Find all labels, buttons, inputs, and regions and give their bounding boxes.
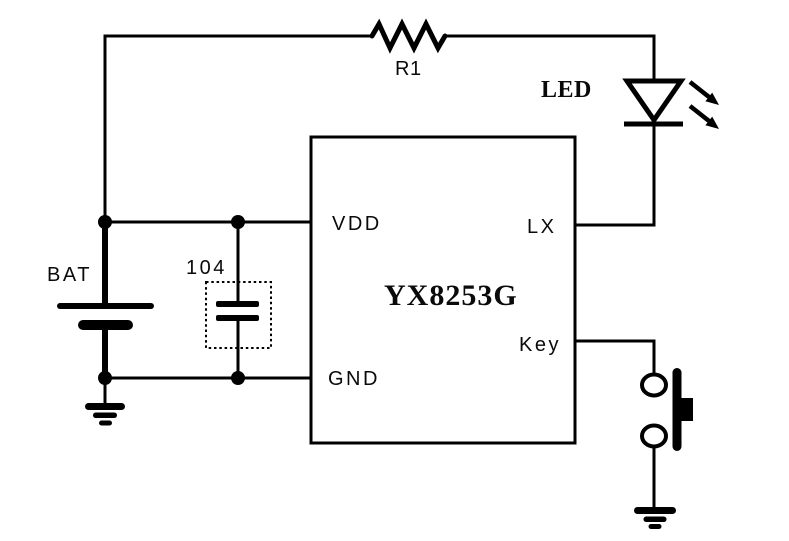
button-terminal-bottom [640,423,668,449]
button-knob [681,398,693,421]
junction-dot [231,371,245,385]
battery-label: BAT [47,264,92,286]
wire-top-left [103,34,372,222]
junction-dot [231,215,245,229]
battery-negative-plate [78,320,133,330]
button-actuator [672,368,682,451]
capacitor-label: 104 [186,257,227,279]
junction-dot [98,371,112,385]
led-triangle [622,78,686,125]
ground-symbol [634,507,676,529]
led-symbol [622,78,719,129]
wire-key [575,339,656,374]
led-label: LED [541,77,592,103]
junction-dot [98,215,112,229]
ic-pin-label-vdd: VDD [332,213,382,235]
ic-pin-label-gnd: GND [328,368,380,390]
light-emission-arrows-icon [688,80,719,129]
resistor-label: R1 [395,58,422,80]
wire-lx [575,125,656,227]
ground-symbol [85,403,125,426]
capacitor-plate-bottom [216,315,259,321]
ic-pin-label-key: Key [519,334,561,356]
ic-body [309,135,577,445]
capacitor-symbol [205,281,272,349]
capacitor-plate-top [216,301,259,307]
push-button-symbol [640,368,693,451]
resistor-symbol [369,18,448,54]
wire-top-right [445,34,656,81]
ic-part-number: YX8253G [384,279,518,312]
button-terminal-top [640,372,668,398]
battery-positive-plate [57,303,154,309]
battery-symbol [57,303,154,330]
ic-pin-label-lx: LX [527,216,556,238]
capacitor-dotted-outline [205,281,272,349]
